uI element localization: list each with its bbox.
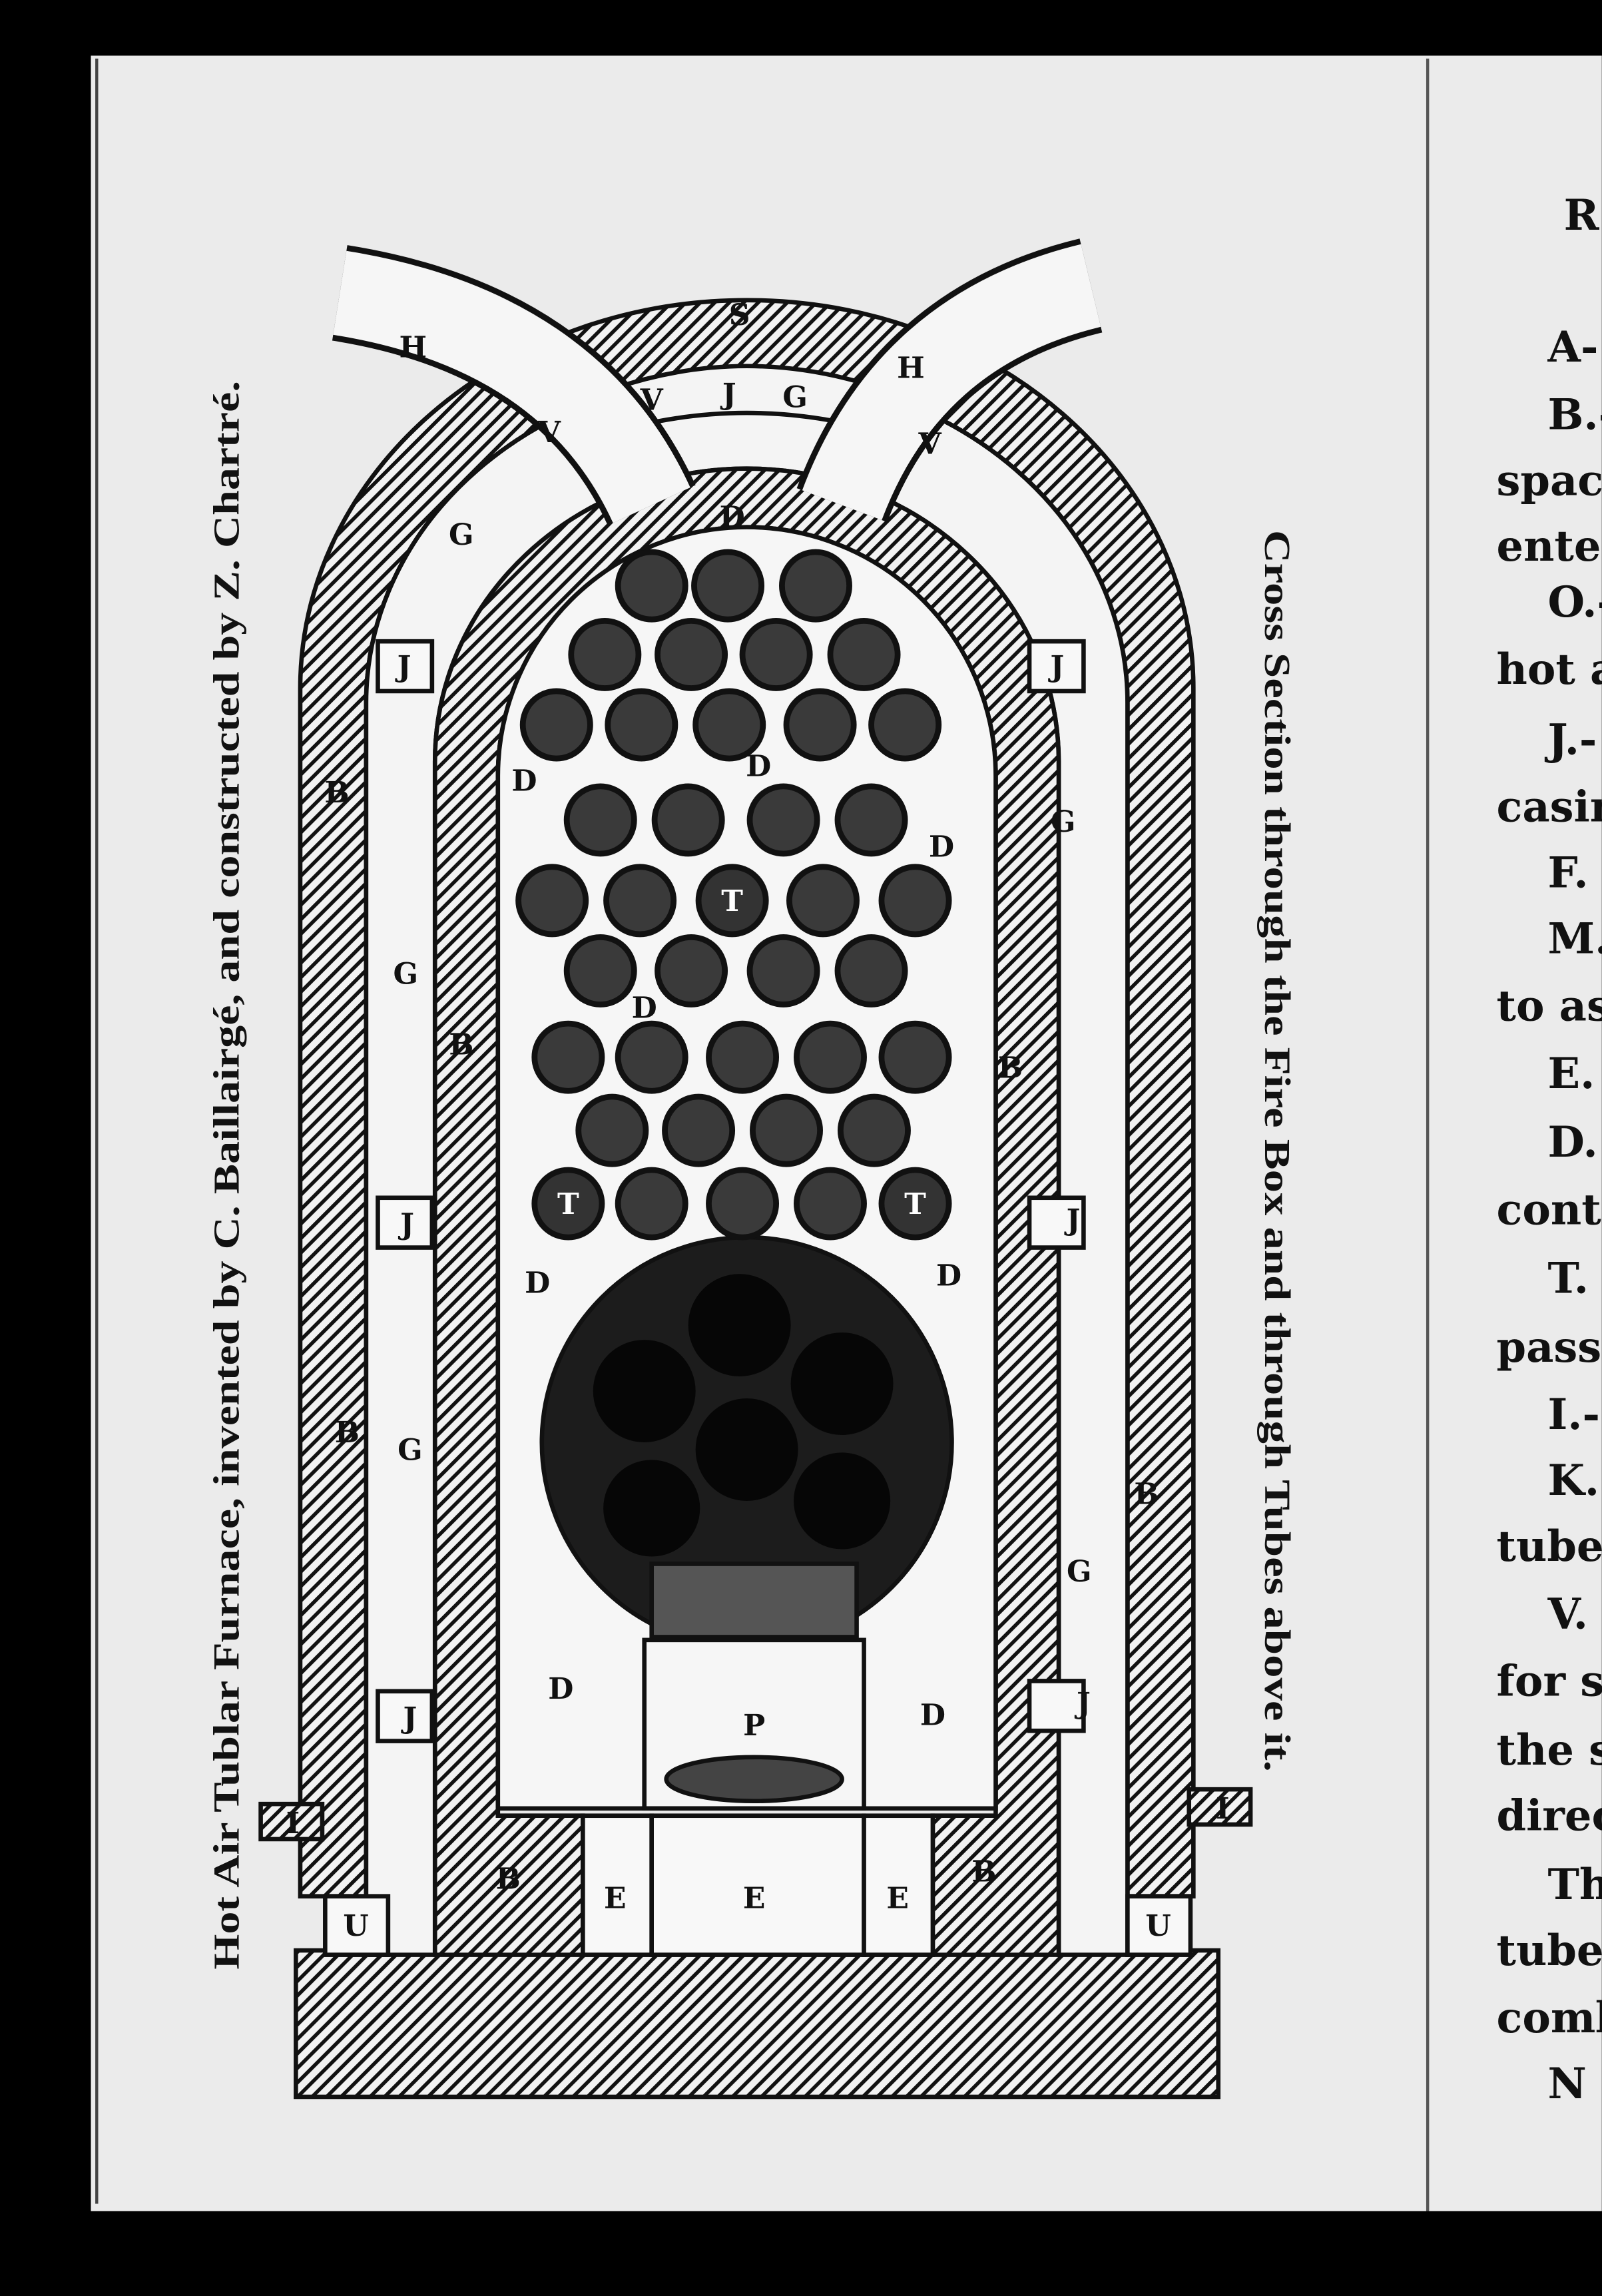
text-line: B.- xyxy=(1547,390,1602,439)
label-j: J xyxy=(395,650,411,684)
label-i: I xyxy=(286,1807,300,1841)
label-d: D xyxy=(720,501,745,535)
text-line: direc xyxy=(1497,1791,1602,1841)
label-g: G xyxy=(1067,1555,1092,1589)
label-i: I xyxy=(1216,1792,1230,1826)
label-h: H xyxy=(399,331,427,365)
label-b: B xyxy=(324,776,349,810)
text-line: comb xyxy=(1497,1993,1602,2043)
label-e: E xyxy=(604,1881,627,1915)
label-v: V xyxy=(537,416,561,449)
text-line: D. xyxy=(1547,1117,1597,1167)
text-line: F. xyxy=(1547,848,1588,898)
label-p: P xyxy=(743,1709,765,1743)
label-j: J xyxy=(1047,650,1064,684)
label-d: D xyxy=(548,1672,573,1706)
label-b: B xyxy=(496,1863,521,1896)
label-e: E xyxy=(743,1881,766,1915)
label-j: J xyxy=(1064,1203,1081,1237)
label-t: T xyxy=(904,1187,926,1221)
text-line: M. xyxy=(1547,914,1602,964)
label-s: S xyxy=(729,298,750,332)
label-d: D xyxy=(511,764,537,798)
label-t: T xyxy=(721,884,743,918)
tube-bank xyxy=(515,549,952,1241)
text-line: for su xyxy=(1497,1656,1602,1706)
text-line: the s xyxy=(1497,1725,1602,1775)
text-line: to asl xyxy=(1497,982,1602,1031)
text-line: R xyxy=(1564,190,1600,240)
label-b: B xyxy=(1134,1477,1159,1511)
label-u: U xyxy=(1145,1909,1171,1943)
label-h: H xyxy=(897,351,925,385)
tube-t xyxy=(531,864,952,1241)
text-line: N xyxy=(1547,2059,1586,2109)
furnace-diagram xyxy=(258,238,1253,2100)
grate xyxy=(649,1562,859,1639)
label-d: D xyxy=(632,991,657,1025)
label-g: G xyxy=(782,380,808,414)
label-g: G xyxy=(449,518,474,552)
text-line: Th xyxy=(1547,1860,1602,1910)
label-b: B xyxy=(335,1416,360,1450)
text-line: T. xyxy=(1547,1254,1588,1304)
text-line: V. xyxy=(1547,1589,1588,1639)
caption-left: Hot Air Tublar Furnace, invented by C. B… xyxy=(206,381,247,1970)
label-d: D xyxy=(525,1267,550,1300)
label-d: D xyxy=(936,1259,961,1293)
text-line: tubes xyxy=(1497,1522,1602,1572)
label-d: D xyxy=(920,1698,945,1732)
text-line: hot a xyxy=(1497,645,1602,695)
label-j: J xyxy=(398,1208,414,1242)
side-pipe-right xyxy=(1187,1787,1253,1827)
label-j: J xyxy=(400,1701,417,1735)
ash xyxy=(664,1755,844,1804)
label-u: U xyxy=(343,1909,368,1943)
label-j: J xyxy=(720,378,736,412)
label-t: T xyxy=(557,1187,579,1221)
label-b: B xyxy=(971,1855,996,1889)
label-g: G xyxy=(393,958,418,992)
label-d: D xyxy=(929,830,954,864)
text-line: tubes xyxy=(1497,1926,1602,1976)
label-v: V xyxy=(918,428,941,461)
text-line: casin xyxy=(1497,782,1602,832)
side-pipe-left xyxy=(258,1801,325,1842)
label-b: B xyxy=(998,1051,1023,1085)
text-line: J.- xyxy=(1544,715,1597,764)
caption-right: Cross Section through the Fire Box and t… xyxy=(1257,530,1298,1772)
label-j: J xyxy=(1074,1687,1091,1721)
text-line: O.- xyxy=(1547,577,1602,627)
text-line: enter xyxy=(1497,521,1602,571)
text-line: I.- xyxy=(1547,1390,1600,1440)
label-b: B xyxy=(449,1027,473,1061)
label-g: G xyxy=(1051,805,1076,839)
label-d: D xyxy=(746,749,771,783)
base-foundation xyxy=(294,1948,1221,2100)
label-v: V xyxy=(640,384,664,418)
text-line: conta xyxy=(1497,1185,1602,1235)
label-e: E xyxy=(886,1881,909,1915)
text-line: pass. xyxy=(1497,1322,1602,1372)
diagram-labels: H H S V J G V V D G J J D D D D B G G B … xyxy=(286,298,1230,1943)
text-line: E. xyxy=(1547,1049,1595,1099)
text-line: K. xyxy=(1547,1456,1599,1506)
label-g: G xyxy=(398,1433,423,1467)
text-line: A- xyxy=(1547,322,1598,372)
